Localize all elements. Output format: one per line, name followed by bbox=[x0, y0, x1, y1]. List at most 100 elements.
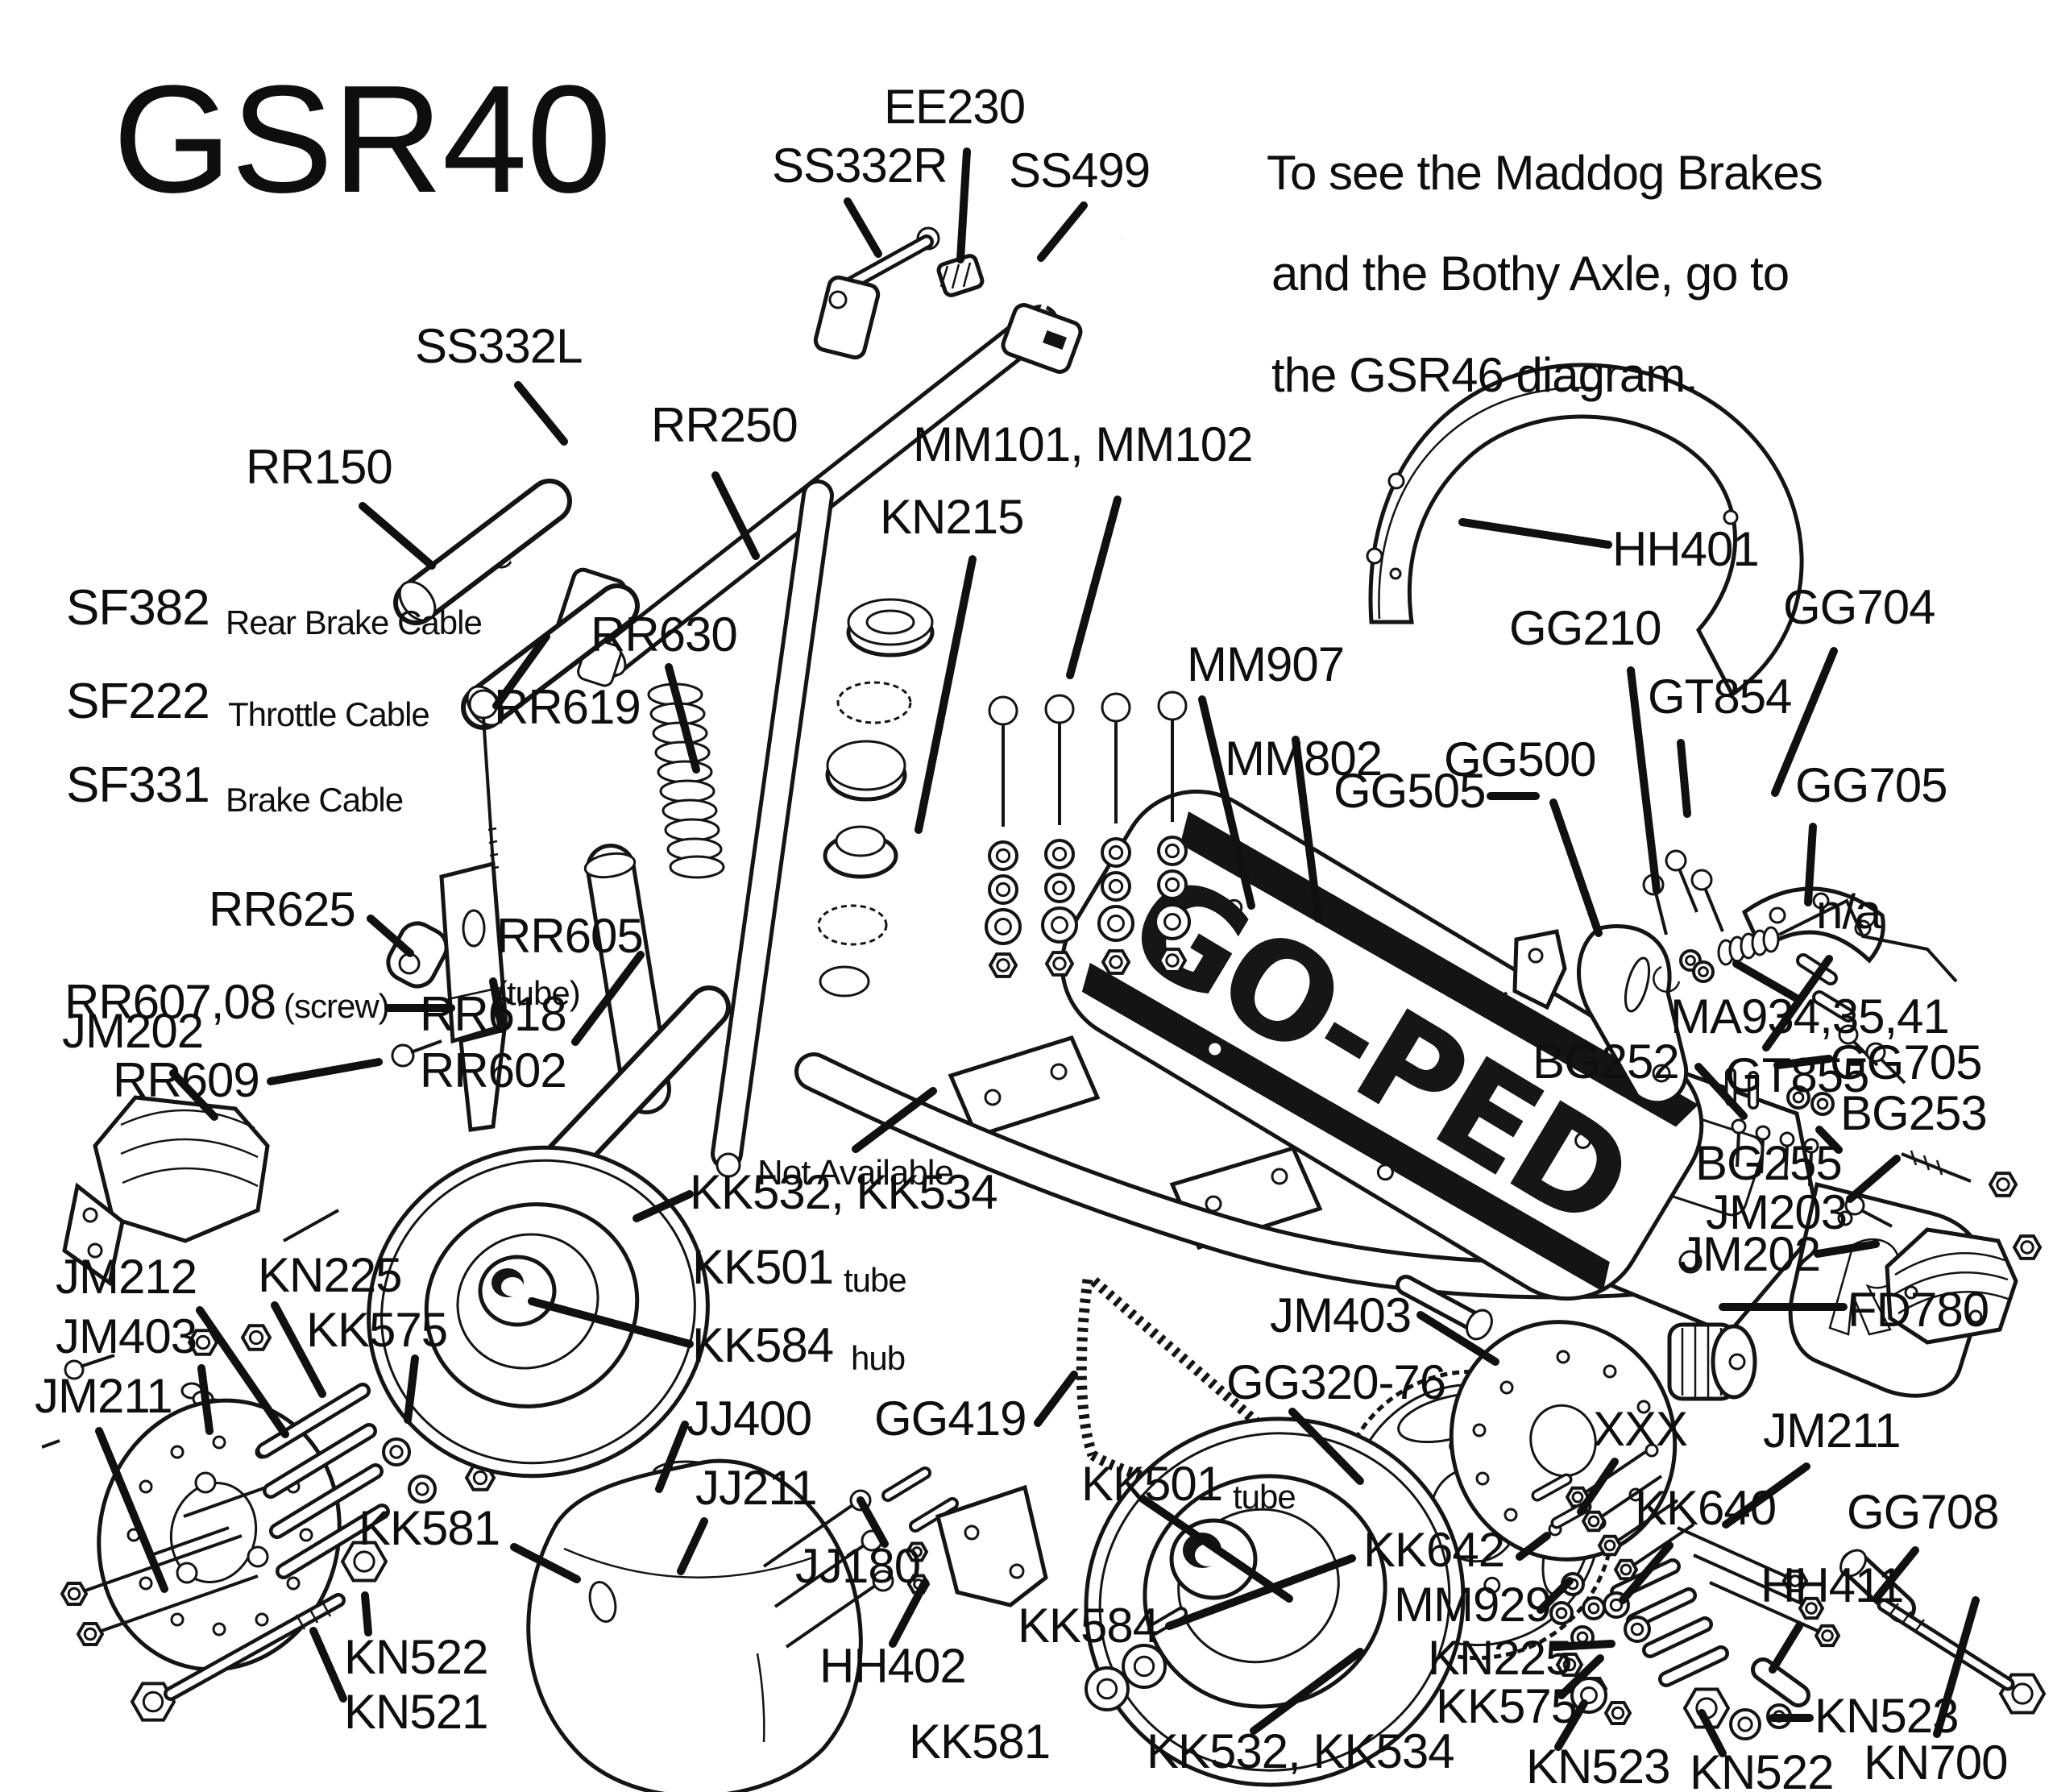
part-label-kk501-bottom: KK501 bbox=[1081, 1457, 1223, 1511]
leader-line-51 bbox=[361, 1591, 372, 1636]
part-label-gg500: GG500 bbox=[1444, 732, 1596, 786]
part-label-ee230: EE230 bbox=[884, 80, 1026, 134]
part-label-note-line-3: the GSR46 diagram. bbox=[1271, 348, 1698, 402]
leader-line-56 bbox=[1873, 1546, 1919, 1601]
part-label-jm202-right: JM202 bbox=[1679, 1227, 1821, 1281]
part-label-rr602: RR602 bbox=[420, 1043, 567, 1097]
leader-line-25 bbox=[1762, 955, 1833, 1052]
part-label-jm203: JM203 bbox=[1706, 1185, 1848, 1239]
leader-line-26 bbox=[1732, 960, 1799, 1002]
leader-line-44 bbox=[404, 1354, 419, 1424]
leader-line-18 bbox=[1458, 518, 1612, 549]
leader-line-3 bbox=[711, 471, 760, 560]
leader-line-1 bbox=[844, 197, 882, 258]
leader-line-34 bbox=[528, 1297, 694, 1348]
leader-line-45 bbox=[95, 1427, 168, 1593]
part-label-kk532-top: KK532, KK534 bbox=[690, 1165, 998, 1219]
part-label-gg705-top: GG705 bbox=[1795, 758, 1947, 812]
part-label-kk584-sub: hub bbox=[851, 1339, 906, 1377]
brake-lever-right bbox=[813, 226, 940, 360]
part-label-gt855: GT855 bbox=[1725, 1048, 1869, 1102]
folding-clamp-rr605 bbox=[439, 861, 508, 1132]
part-label-kn523-bottom: KN523 bbox=[1526, 1740, 1670, 1792]
part-label-kk501-top-sub: tube bbox=[844, 1261, 907, 1299]
part-label-jm211-left: JM211 bbox=[35, 1369, 173, 1423]
throttle-lever-ss499 bbox=[1001, 235, 1123, 374]
spring-wire-na bbox=[1653, 898, 1958, 992]
leader-line-12 bbox=[169, 1069, 218, 1121]
part-label-kk575-right: KK575 bbox=[1436, 1679, 1578, 1733]
part-label-kn215: KN215 bbox=[880, 490, 1024, 544]
part-label-kk532-bottom: KK532, KK534 bbox=[1147, 1724, 1455, 1778]
part-label-xxx: XXX bbox=[1593, 1402, 1688, 1456]
engine-mount-right bbox=[1844, 1173, 2040, 1345]
leader-line-35 bbox=[655, 1421, 689, 1493]
leader-line-48 bbox=[889, 1578, 929, 1648]
leader-line-6 bbox=[665, 663, 700, 774]
part-label-kn225-right: KN225 bbox=[1428, 1631, 1572, 1685]
leader-line-23 bbox=[1549, 799, 1603, 937]
cable-barrel-rr625 bbox=[386, 921, 449, 989]
leader-line-19 bbox=[1627, 666, 1661, 894]
part-label-jm212: JM212 bbox=[56, 1250, 197, 1304]
plate-hh402 bbox=[935, 1484, 1048, 1607]
leader-line-61 bbox=[1557, 1654, 1604, 1699]
rear-fender bbox=[1366, 363, 1804, 698]
part-label-ss499: SS499 bbox=[1009, 143, 1151, 197]
part-label-gg705-right: GG705 bbox=[1830, 1035, 1982, 1089]
part-label-gg704: GG704 bbox=[1783, 580, 1935, 634]
part-label-rr618: RR618 bbox=[420, 987, 567, 1041]
engine-mount-left bbox=[41, 1095, 339, 1449]
part-label-kn521: KN521 bbox=[344, 1685, 488, 1739]
headset-stack bbox=[817, 598, 935, 998]
part-label-sf222-sub: Throttle Cable bbox=[228, 695, 430, 733]
leader-line-37 bbox=[677, 1517, 708, 1575]
leader-line-57 bbox=[1769, 1622, 1803, 1674]
part-label-rr250: RR250 bbox=[651, 398, 798, 452]
part-label-hh411: HH411 bbox=[1761, 1558, 1904, 1612]
leader-line-64 bbox=[1554, 1699, 1588, 1751]
part-label-rr619: RR619 bbox=[494, 680, 641, 734]
part-label-rr605-sub: (tube) bbox=[496, 974, 581, 1012]
part-label-gg419: GG419 bbox=[874, 1392, 1026, 1446]
fuel-tank bbox=[526, 1458, 863, 1792]
front-brake-disc bbox=[97, 1398, 342, 1672]
part-label-kn700: KN700 bbox=[1864, 1736, 2008, 1790]
part-label-gg505: GG505 bbox=[1333, 764, 1486, 818]
part-label-mm802: MM802 bbox=[1225, 732, 1383, 786]
part-label-jj211: JJ211 bbox=[695, 1461, 818, 1515]
part-label-rr605: RR605 bbox=[496, 909, 644, 963]
part-label-mm907: MM907 bbox=[1187, 637, 1345, 691]
part-label-jm202-left: JM202 bbox=[62, 1004, 204, 1058]
part-label-kk501-top: KK501 bbox=[692, 1240, 834, 1294]
rear-bearings bbox=[1086, 1613, 1181, 1710]
leader-line-9 bbox=[489, 977, 506, 1033]
leader-line-52 bbox=[309, 1627, 347, 1703]
leader-line-38 bbox=[1416, 1311, 1499, 1366]
part-label-rr150: RR150 bbox=[246, 440, 393, 494]
leader-line-22 bbox=[1804, 823, 1817, 906]
part-label-kk584-bottom: KK584 bbox=[1018, 1599, 1159, 1653]
part-label-sf222: SF222 bbox=[66, 674, 210, 729]
part-label-gg708: GG708 bbox=[1847, 1485, 1999, 1539]
part-label-jj180: JJ180 bbox=[795, 1539, 921, 1593]
part-label-rr607-08: RR607,08 bbox=[64, 975, 276, 1029]
pivot-bolt-rr619 bbox=[468, 689, 500, 877]
leader-line-40 bbox=[1138, 1495, 1293, 1603]
leader-line-21 bbox=[1677, 739, 1691, 818]
part-label-gg320-76: GG320-76 bbox=[1226, 1355, 1446, 1409]
front-axle-bolt bbox=[132, 1543, 386, 1720]
leader-line-33 bbox=[632, 1190, 694, 1222]
part-label-hh402: HH402 bbox=[819, 1639, 967, 1693]
part-label-jm403-right: JM403 bbox=[1270, 1288, 1412, 1342]
part-label-rr625: RR625 bbox=[209, 882, 356, 936]
part-label-kk581-bottom: KK581 bbox=[909, 1715, 1051, 1769]
leader-line-50 bbox=[1250, 1648, 1364, 1735]
part-label-gt854: GT854 bbox=[1648, 670, 1792, 724]
leader-line-8 bbox=[367, 915, 414, 957]
leader-line-28 bbox=[1694, 1063, 1748, 1120]
part-label-kn522-left: KN522 bbox=[344, 1630, 488, 1684]
part-label-kk642: KK642 bbox=[1363, 1523, 1505, 1577]
